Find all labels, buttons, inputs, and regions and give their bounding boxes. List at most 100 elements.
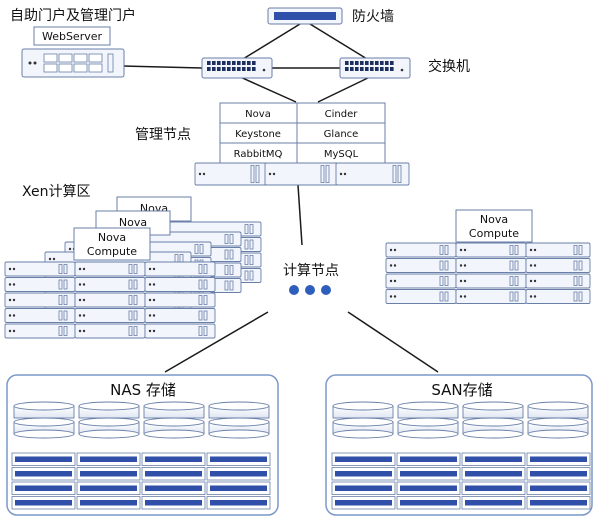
server-unit <box>74 277 146 292</box>
webserver-bay <box>73 53 88 63</box>
service-cinder: Cinder <box>325 109 359 120</box>
server-unit <box>144 277 216 292</box>
server-slot <box>509 276 514 286</box>
disk-top <box>13 417 75 427</box>
switch-port <box>237 61 241 65</box>
array-drive-strip <box>465 485 522 491</box>
switch-port <box>212 67 216 71</box>
nova-compute-card-front-line2: Compute <box>87 245 137 258</box>
switch-port <box>365 61 369 65</box>
switch-port <box>252 61 256 65</box>
webserver-bays <box>43 53 114 73</box>
dot <box>289 285 299 295</box>
server-slot <box>244 270 249 281</box>
server-led <box>202 172 206 176</box>
server-unit <box>385 242 457 258</box>
server-unit <box>525 273 591 289</box>
server-led <box>198 172 202 176</box>
server-slot <box>250 165 255 183</box>
server-slot <box>133 295 138 305</box>
server-chassis <box>144 277 216 292</box>
switch-port <box>375 61 379 65</box>
disk-top <box>527 401 589 411</box>
server-led <box>12 267 16 271</box>
server-led <box>82 329 86 333</box>
disk-top <box>332 417 394 427</box>
server-slot <box>244 224 249 234</box>
array-drive-strip <box>145 485 202 491</box>
disk-top <box>397 417 459 427</box>
server-slot <box>509 260 514 271</box>
server-led <box>78 267 82 271</box>
link-switch-mgmt-left <box>237 75 297 103</box>
server-led <box>459 264 463 267</box>
server-unit <box>385 258 457 273</box>
server-unit <box>264 162 338 186</box>
server-unit <box>144 308 216 323</box>
server-slot <box>439 276 444 286</box>
switch-port <box>237 67 241 71</box>
server-led <box>52 257 56 261</box>
switch-port <box>247 67 251 71</box>
server-slot <box>194 244 199 254</box>
array-drive-strip <box>465 456 522 462</box>
server-slot <box>249 224 254 234</box>
disk-bottom <box>332 429 394 439</box>
server-led <box>148 314 152 317</box>
server-slot <box>514 260 519 271</box>
san-storage: SAN存储 <box>325 374 593 516</box>
server-led <box>82 267 86 271</box>
link-compute-san <box>347 311 439 373</box>
disk-top <box>78 401 140 411</box>
disk-top <box>13 401 75 411</box>
server-slot <box>63 326 68 336</box>
server-slot <box>224 280 229 291</box>
array-drive-strip <box>400 456 457 462</box>
server-slot <box>198 295 203 305</box>
server-unit <box>4 323 76 339</box>
server-slot <box>128 310 133 321</box>
server-slot <box>128 279 133 290</box>
switch-port <box>232 61 236 65</box>
server-slot <box>578 260 583 271</box>
server-unit <box>455 273 527 289</box>
switch-port <box>385 67 389 71</box>
nova-card-mid-label: Nova <box>119 216 147 229</box>
server-led <box>8 314 12 317</box>
link-webserver-switch <box>123 65 203 69</box>
webserver: WebServer <box>21 26 125 78</box>
webserver-led <box>33 61 37 65</box>
nova-compute-card-front <box>73 227 151 261</box>
server-slot <box>244 255 249 265</box>
server-unit <box>74 292 146 308</box>
san-label: SAN存储 <box>431 381 492 399</box>
switch-right-ports <box>345 61 404 72</box>
server-led <box>533 295 537 298</box>
server-unit <box>4 261 76 277</box>
server-slot <box>198 310 203 321</box>
server-led <box>8 283 12 286</box>
server-led <box>459 295 463 298</box>
connection-lines <box>123 23 439 373</box>
server-slot <box>573 260 578 271</box>
array-drive-strip <box>400 500 457 506</box>
server-led <box>533 248 537 252</box>
server-slot <box>63 295 68 305</box>
server-chassis <box>144 308 216 323</box>
server-slot <box>578 245 583 255</box>
switch-port <box>390 61 394 65</box>
server-slot <box>199 244 204 254</box>
server-slot <box>224 249 229 260</box>
webserver-bay <box>43 63 58 73</box>
server-slot <box>249 270 254 281</box>
switch-port <box>380 61 384 65</box>
webserver-bay <box>73 63 88 73</box>
server-slot <box>198 279 203 290</box>
server-led <box>12 298 16 302</box>
array-drive-strip <box>80 500 137 506</box>
disk-top <box>208 417 270 427</box>
san-array <box>331 452 591 510</box>
disk-bottom <box>397 429 459 439</box>
right-server-stack <box>385 242 591 304</box>
link-firewall-switch-right <box>309 23 373 63</box>
